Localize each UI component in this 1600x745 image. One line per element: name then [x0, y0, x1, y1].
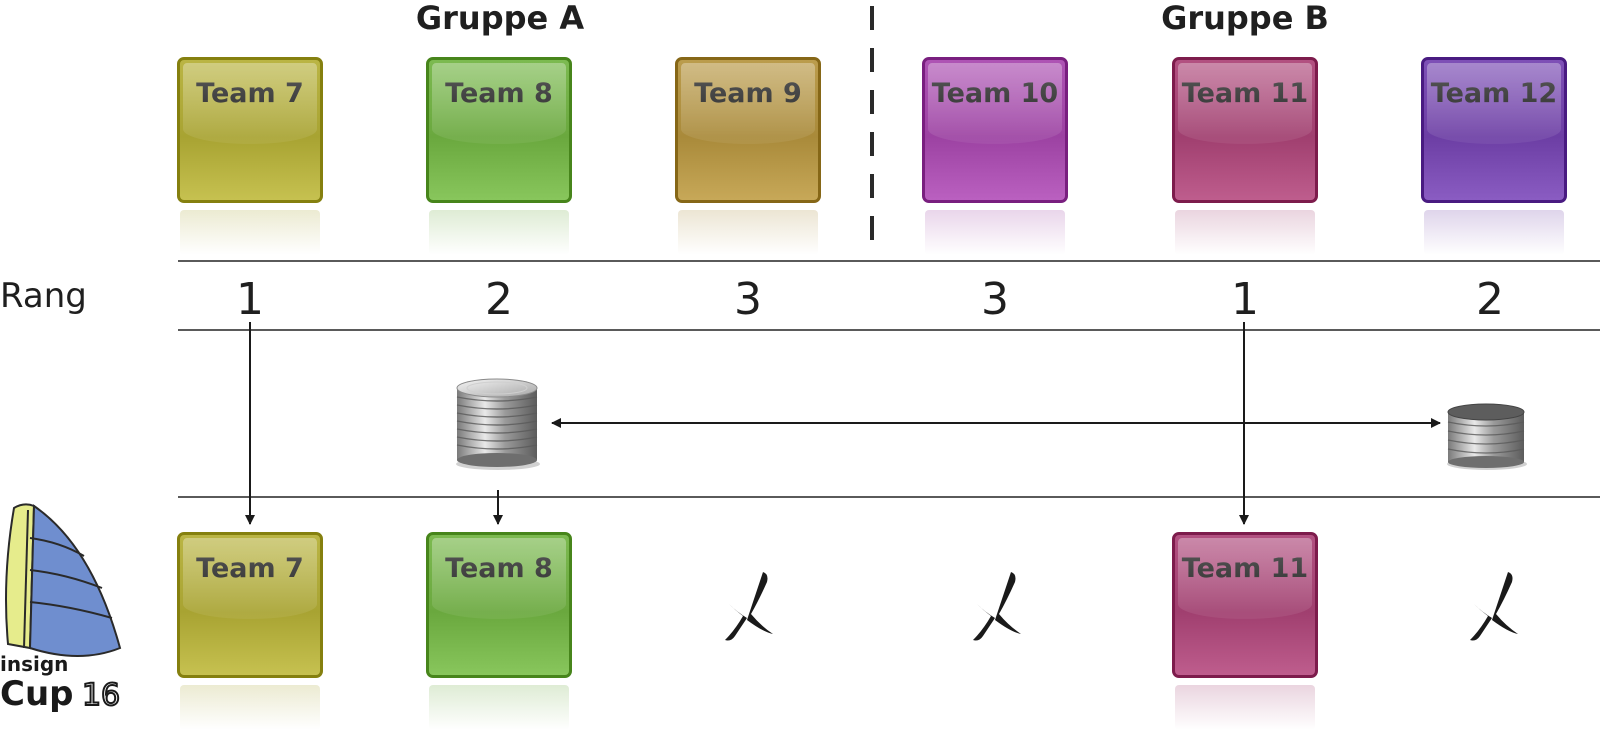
team-tile-qualified-11: Team 11	[1172, 532, 1318, 730]
group-a-title: Gruppe A	[415, 0, 585, 37]
logo-text-line3: 16	[81, 677, 121, 714]
team-tile-qualified-8: Team 8	[426, 532, 572, 730]
logo-text-line1: insign	[0, 652, 69, 676]
coin-stack-small-icon	[1447, 403, 1527, 470]
rank-value-team-7: 1	[236, 274, 264, 325]
separator-line-top	[178, 260, 1600, 262]
team-label: Team 12	[1430, 78, 1558, 109]
team-label: Team 7	[196, 78, 304, 109]
separator-line-middle	[178, 329, 1600, 331]
separator-line-bottom	[178, 496, 1600, 498]
rank-value-team-12: 2	[1476, 274, 1504, 325]
team-label: Team 8	[445, 553, 553, 584]
insign-cup-logo: insign Cup 16	[0, 498, 135, 718]
eliminated-x-icon-team-9	[725, 572, 773, 641]
rank-value-team-8: 2	[485, 274, 513, 325]
rank-value-team-10: 3	[981, 274, 1009, 325]
rank-value-team-11: 1	[1231, 274, 1259, 325]
team-label: Team 7	[196, 553, 304, 584]
team-label: Team 9	[694, 78, 802, 109]
eliminated-x-icon-team-12	[1470, 572, 1518, 641]
team-label: Team 11	[1181, 553, 1309, 584]
group-b-title: Gruppe B	[1161, 0, 1329, 37]
team-label: Team 10	[931, 78, 1059, 109]
rank-value-team-9: 3	[734, 274, 762, 325]
coin-stack-large-icon	[456, 378, 540, 470]
eliminated-x-icon-team-10	[973, 572, 1021, 641]
logo-text-line2: Cup	[0, 674, 74, 714]
team-label: Team 11	[1181, 78, 1309, 109]
team-tile-qualified-7: Team 7	[177, 532, 323, 730]
rank-row-label: Rang	[0, 276, 87, 316]
team-label: Team 8	[445, 78, 553, 109]
